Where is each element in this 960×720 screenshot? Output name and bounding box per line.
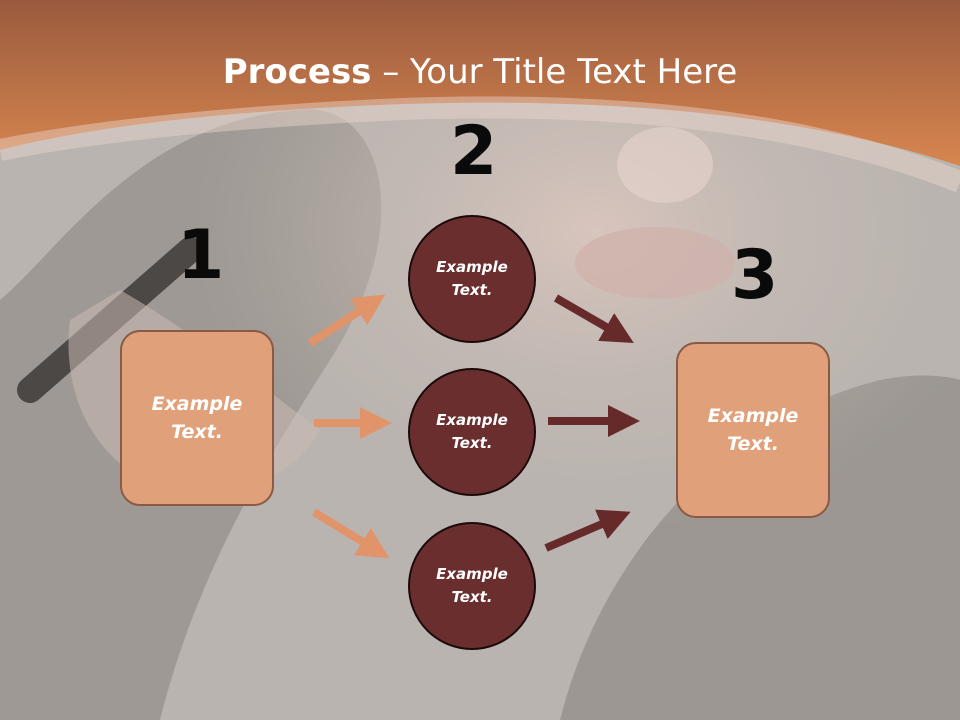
step-1-box: Example Text. bbox=[120, 330, 274, 506]
circle-1-text-line-2: Text. bbox=[451, 281, 493, 299]
title-bold: Process bbox=[222, 52, 372, 92]
circle-3-text-line-1: Example bbox=[436, 564, 508, 583]
arrow-to-bottom-circle bbox=[311, 508, 390, 559]
step-2-circle-top: Example Text. bbox=[408, 215, 536, 343]
step-number-3: 3 bbox=[731, 236, 779, 315]
step-2-circle-bottom: Example Text. bbox=[408, 522, 536, 650]
step-number-2: 2 bbox=[450, 112, 498, 191]
circle-3-text-line-2: Text. bbox=[451, 588, 493, 606]
circle-1-text-line-1: Example bbox=[436, 257, 508, 276]
arrow-from-bottom-circle bbox=[544, 509, 631, 552]
step-3-box: Example Text. bbox=[676, 342, 830, 518]
slide-title: Process – Your Title Text Here bbox=[0, 52, 960, 92]
step-3-text-line-2: Text. bbox=[727, 433, 779, 455]
circle-2-text-line-1: Example bbox=[436, 410, 508, 429]
arrow-to-top-circle bbox=[307, 294, 386, 347]
step-number-1: 1 bbox=[177, 216, 225, 295]
step-3-text-line-1: Example bbox=[707, 404, 799, 427]
step-1-text-line-1: Example bbox=[151, 392, 243, 415]
step-1-text-line-2: Text. bbox=[171, 421, 223, 443]
title-rest: – Your Title Text Here bbox=[371, 52, 738, 92]
arrow-from-top-circle bbox=[553, 294, 634, 344]
circle-2-text-line-2: Text. bbox=[451, 434, 493, 452]
step-2-circle-middle: Example Text. bbox=[408, 368, 536, 496]
